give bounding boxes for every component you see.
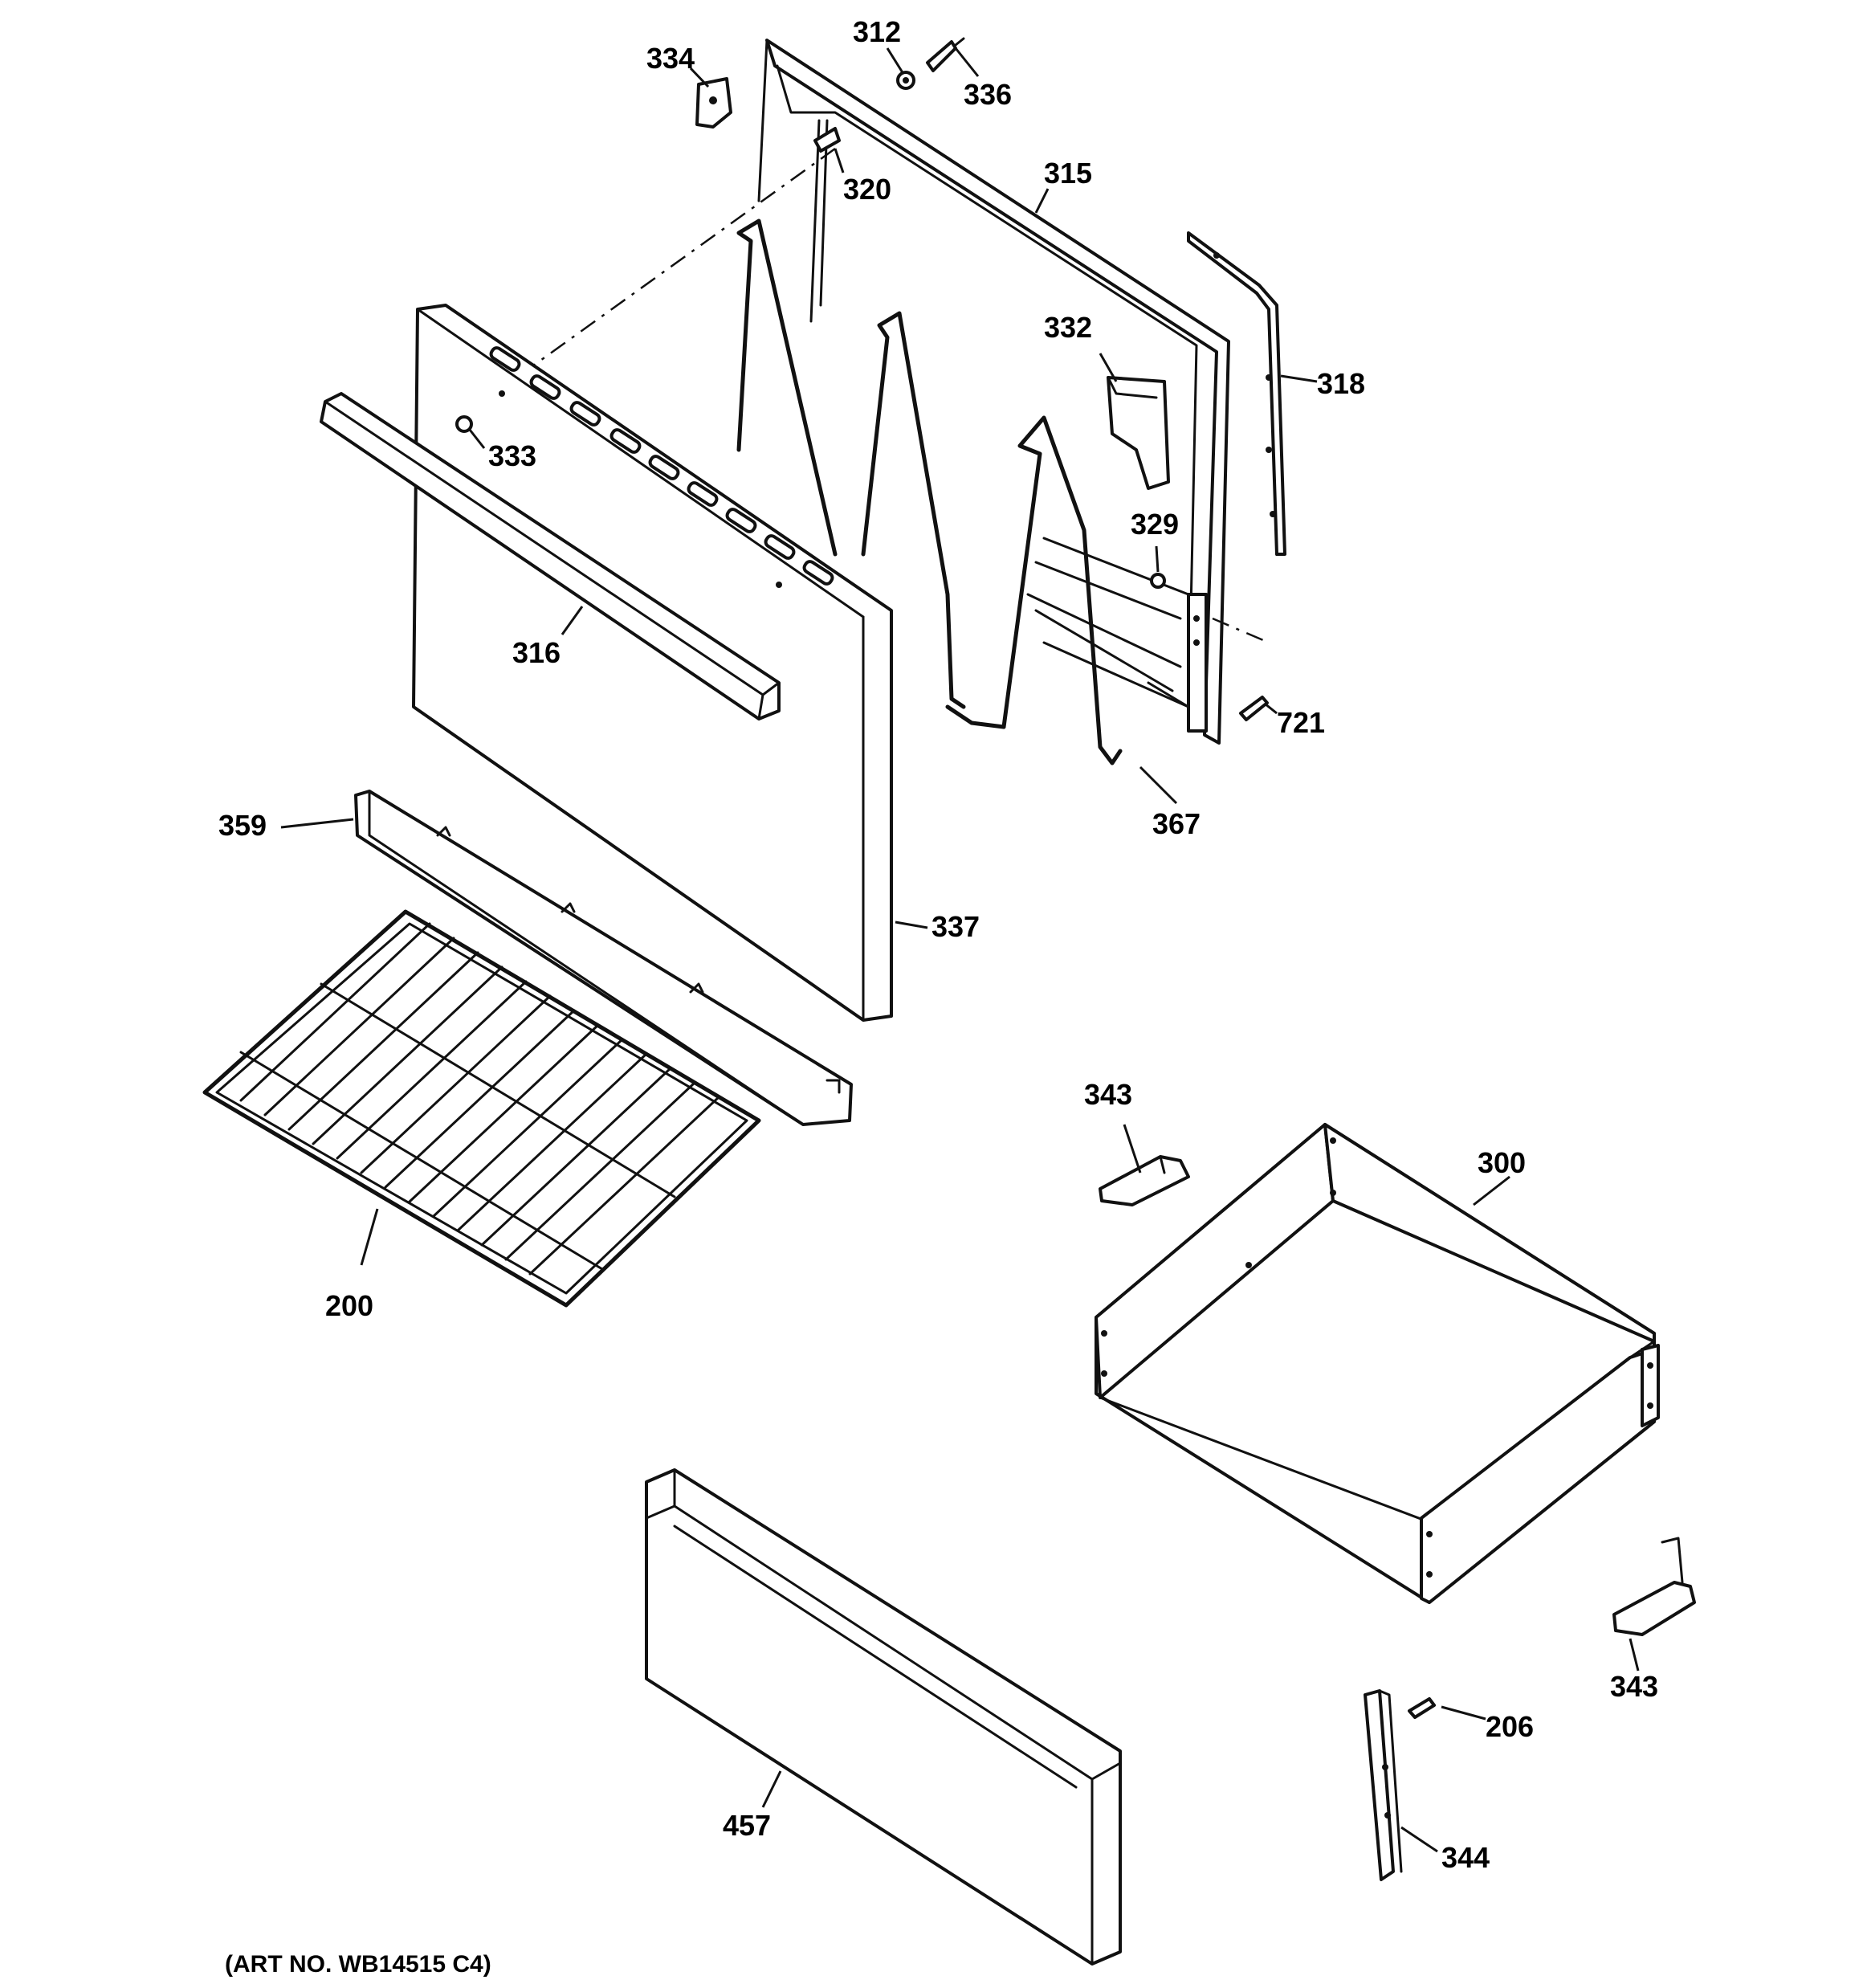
label-318: 318 — [1317, 367, 1365, 400]
storage-drawer — [1095, 1123, 1660, 1604]
door-gasket — [1187, 231, 1286, 556]
drawer-slide-rail — [1364, 1689, 1403, 1881]
part-labels: 312 334 336 320 315 318 332 333 329 316 … — [218, 15, 1658, 1874]
label-200: 200 — [325, 1289, 373, 1322]
label-312: 312 — [853, 15, 901, 48]
label-206: 206 — [1486, 1710, 1534, 1743]
oven-rack — [202, 909, 761, 1308]
label-316: 316 — [512, 636, 561, 669]
art-number-caption: (ART NO. WB14515 C4) — [225, 1951, 491, 1978]
drawer-roller-right — [1612, 1537, 1696, 1636]
hinge-clip — [695, 77, 732, 129]
vent-trim — [354, 790, 853, 1126]
outer-door — [412, 304, 893, 1022]
label-343-lower: 343 — [1610, 1670, 1658, 1703]
screw-333 — [455, 415, 473, 433]
assembly-line-right — [1212, 617, 1270, 644]
drawer-roller-left — [1099, 1155, 1190, 1206]
screw-329 — [1150, 573, 1166, 589]
screw-336 — [926, 37, 965, 72]
pin-320 — [813, 127, 841, 153]
label-315: 315 — [1044, 157, 1092, 190]
label-367: 367 — [1152, 807, 1201, 840]
label-332: 332 — [1044, 311, 1092, 344]
door-insulation — [1107, 376, 1170, 490]
label-457: 457 — [723, 1809, 771, 1842]
door-handle — [320, 392, 781, 720]
label-329: 329 — [1131, 508, 1179, 541]
door-vent-slots — [489, 346, 834, 586]
label-333: 333 — [488, 439, 536, 472]
leader-lines — [280, 47, 1640, 1853]
label-334: 334 — [646, 42, 695, 75]
label-344: 344 — [1441, 1841, 1490, 1874]
label-721: 721 — [1277, 706, 1325, 739]
label-300: 300 — [1478, 1146, 1526, 1179]
drawer-front-panel — [645, 1468, 1122, 1966]
label-336: 336 — [964, 78, 1012, 111]
label-343-upper: 343 — [1084, 1078, 1132, 1111]
label-337: 337 — [932, 910, 980, 943]
door-springs — [736, 218, 1123, 765]
inner-door-panel — [757, 39, 1230, 745]
screw-721 — [1239, 696, 1269, 721]
label-320: 320 — [843, 173, 891, 206]
label-359: 359 — [218, 809, 267, 842]
screw-206 — [1408, 1697, 1436, 1719]
